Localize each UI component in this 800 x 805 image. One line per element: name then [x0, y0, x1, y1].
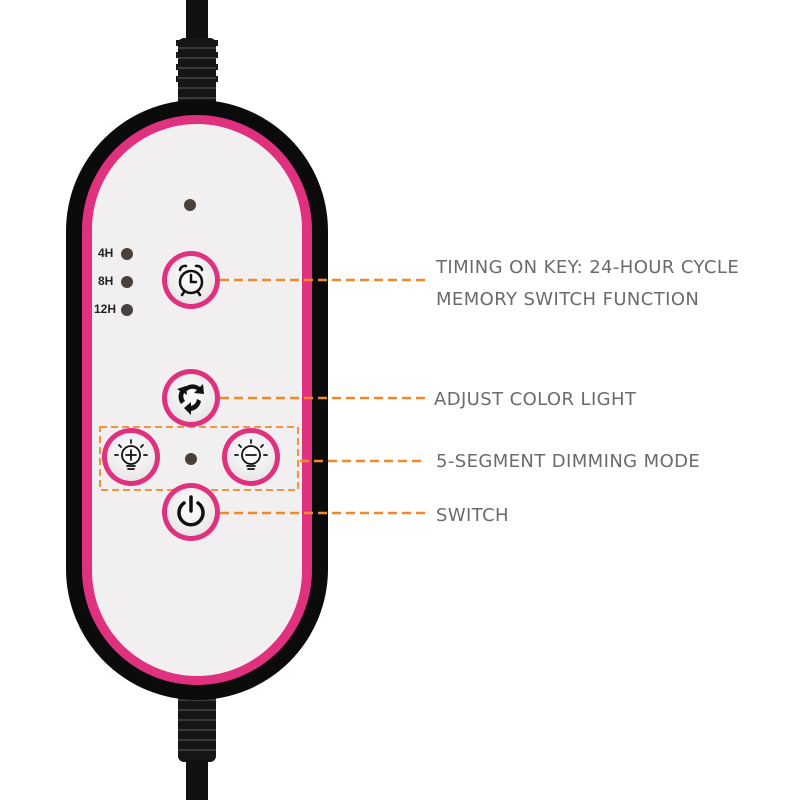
color-button[interactable]: [162, 369, 220, 427]
timer-label-4h: 4H: [98, 246, 114, 260]
callout-switch: SWITCH: [436, 505, 509, 526]
bulb-minus-icon: [234, 439, 268, 470]
dim-down-button[interactable]: [222, 428, 280, 486]
bulb-plus-icon: [114, 439, 148, 470]
timer-led-12h: [121, 304, 133, 316]
timer-label-8h: 8H: [98, 274, 114, 288]
top-cable: [176, 0, 218, 110]
timer-label-12h: 12H: [94, 302, 117, 316]
dimming-led: [185, 453, 197, 465]
bottom-cable: [178, 690, 216, 800]
status-led: [184, 199, 196, 211]
timer-led-4h: [121, 248, 133, 260]
callout-dimming: 5-SEGMENT DIMMING MODE: [436, 451, 701, 472]
callout-timing-line2: MEMORY SWITCH FUNCTION: [436, 289, 700, 310]
timer-button[interactable]: [162, 251, 220, 309]
callout-color: ADJUST COLOR LIGHT: [434, 389, 637, 410]
alarm-clock-icon: [178, 264, 204, 297]
power-icon: [177, 495, 205, 527]
recycle-arrows-icon: [177, 384, 204, 415]
timer-led-8h: [121, 276, 133, 288]
callout-timing-line1: TIMING ON KEY: 24-HOUR CYCLE: [436, 257, 740, 278]
dim-up-button[interactable]: [102, 428, 160, 486]
callout-lines: [99, 278, 425, 515]
dimming-group-box: [99, 426, 299, 491]
timer-indicators: [121, 248, 133, 316]
power-button[interactable]: [162, 483, 220, 541]
